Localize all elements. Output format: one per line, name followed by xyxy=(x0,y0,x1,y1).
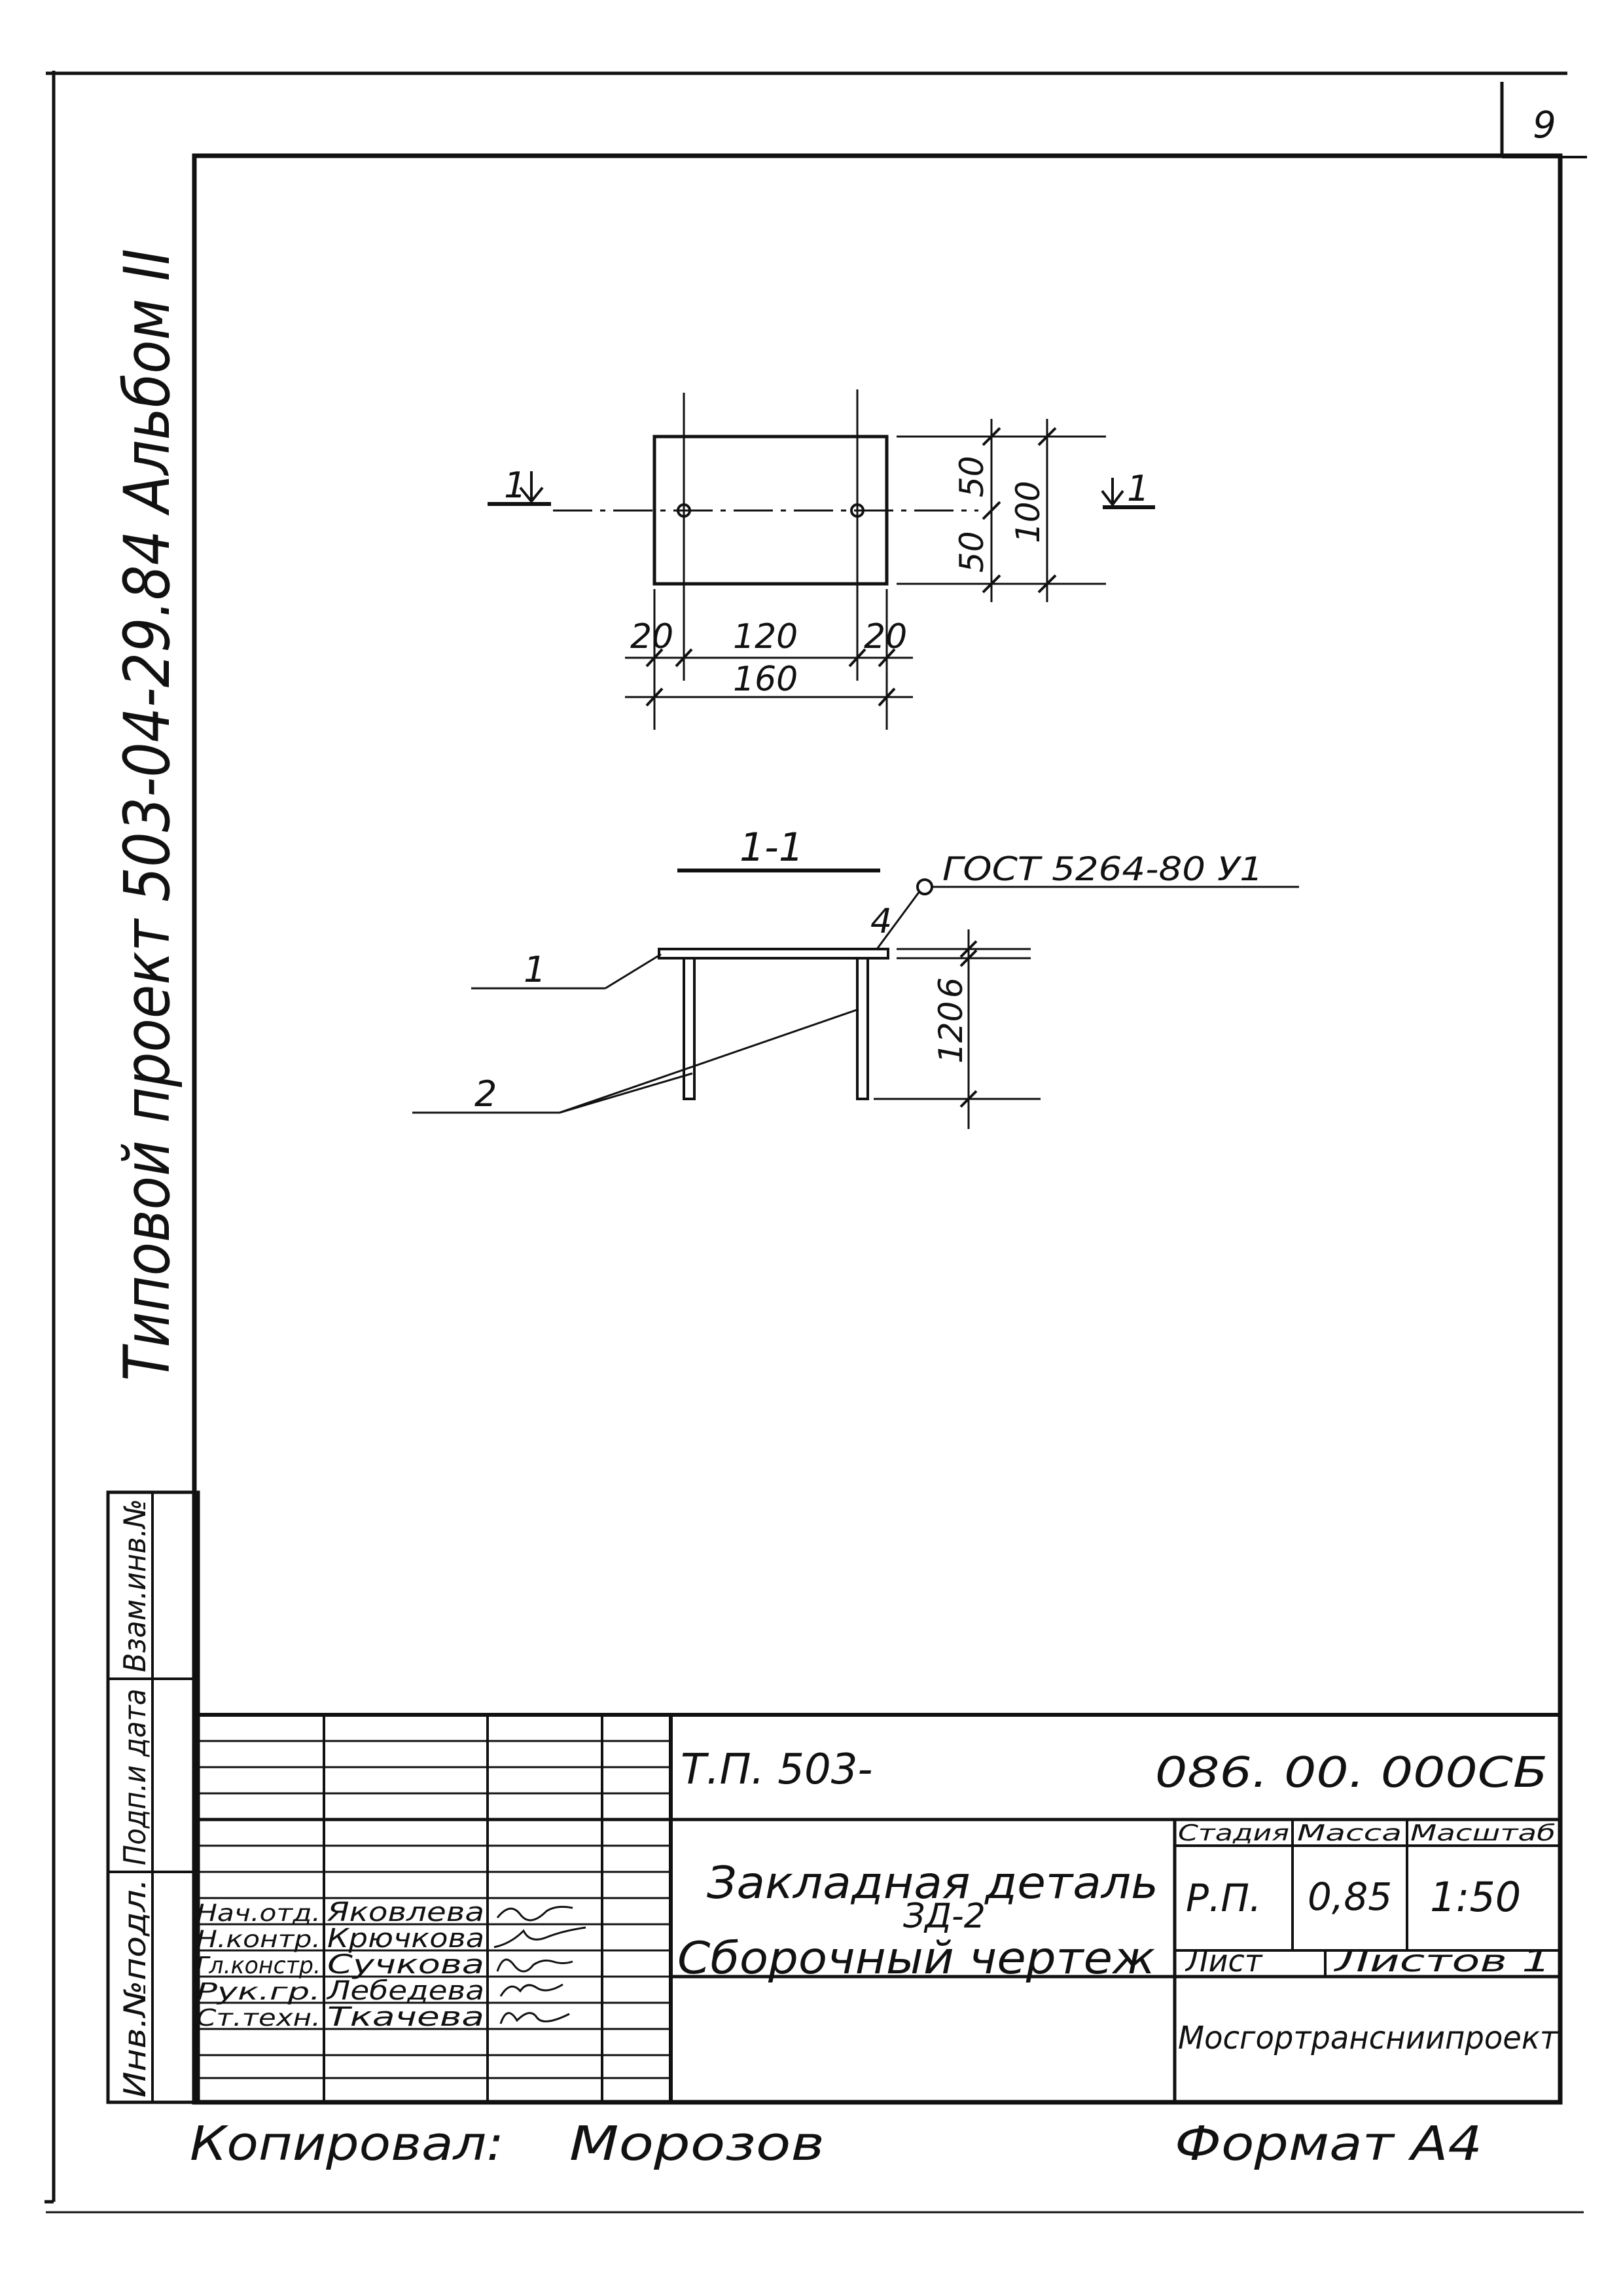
section-mark-right: 1 xyxy=(1101,468,1155,509)
svg-text:1: 1 xyxy=(504,465,526,506)
vertical-dimensions: 50 50 100 xyxy=(897,419,1106,602)
svg-text:Рук.гр.: Рук.гр. xyxy=(196,1979,321,2005)
stage-value: Р.П. xyxy=(1186,1876,1261,1920)
svg-text:Нач.отд.: Нач.отд. xyxy=(196,1900,321,1927)
signature xyxy=(496,1905,573,1922)
section-mark-left: 1 xyxy=(488,465,551,506)
svg-text:2: 2 xyxy=(474,1073,497,1115)
copied-by: Морозов xyxy=(569,2116,825,2171)
weld-callout: 4 ГОСТ 5264-80 У1 xyxy=(870,850,1299,950)
svg-text:Сучкова: Сучкова xyxy=(327,1950,484,1980)
page-number: 9 xyxy=(1533,104,1556,147)
title-block: Т.П. 503- 086. 00. 000СБ Закладная детал… xyxy=(194,1713,1560,2102)
weld-standard: ГОСТ 5264-80 У1 xyxy=(942,850,1263,888)
designation-left: Т.П. 503- xyxy=(681,1746,873,1794)
signature xyxy=(493,1926,586,1948)
section-plate xyxy=(658,948,889,960)
page-number-box: 9 xyxy=(1500,82,1587,158)
sheets-label: Листов 1 xyxy=(1333,1943,1551,1979)
signature xyxy=(496,1958,573,1973)
svg-text:Лебедева: Лебедева xyxy=(326,1976,484,2006)
format-label: Формат А4 xyxy=(1175,2116,1482,2171)
signature xyxy=(499,1983,563,1997)
stage-label: Стадия xyxy=(1178,1820,1289,1846)
drawing-name-line1: Закладная деталь xyxy=(707,1857,1158,1909)
section-view: 1-1 4 ГОСТ 5264-80 У1 6 120 xyxy=(412,825,1299,1129)
mass-label: Масса xyxy=(1297,1820,1402,1846)
copied-label: Копировал: xyxy=(190,2116,504,2171)
callout-1: 1 xyxy=(471,949,662,990)
signer-row: Гл.констр. Сучкова xyxy=(196,1950,573,1980)
svg-text:1: 1 xyxy=(524,949,546,990)
scale-value: 1:50 xyxy=(1430,1873,1521,1921)
dim-6: 6 xyxy=(932,977,970,998)
dim-section-120: 120 xyxy=(932,1001,970,1064)
stamp-sign-label: Подп.и дата xyxy=(117,1689,152,1865)
signature xyxy=(499,2012,570,2024)
side-stamp: Инв.№подл. Подп.и дата Взам.инв.№ xyxy=(106,1490,200,2104)
drawing-name-line2: ЗД-2 xyxy=(903,1897,986,1936)
dim-50-bottom: 50 xyxy=(953,531,991,573)
dim-50-top: 50 xyxy=(953,456,991,497)
stamp-replace-label: Взам.инв.№ xyxy=(117,1499,152,1672)
dim-20-right: 20 xyxy=(864,617,907,656)
designation-right: 086. 00. 000СБ xyxy=(1155,1749,1548,1797)
dim-160: 160 xyxy=(733,660,798,699)
svg-text:Гл.констр.: Гл.констр. xyxy=(196,1952,321,1979)
section-title: 1-1 xyxy=(740,825,804,870)
anchor-bar-left xyxy=(683,957,696,1100)
side-title: Типовой проект 503-04-29.84 Альбом II xyxy=(111,249,184,1381)
callout-2: 2 xyxy=(412,1008,859,1115)
drawing-name-line3: Сборочный чертеж xyxy=(677,1933,1155,1984)
svg-text:Яковлева: Яковлева xyxy=(327,1897,484,1928)
signers-table: Нач.отд. Яковлева Н.контр. Крючкова Гл.к… xyxy=(196,1897,586,2032)
weld-number: 4 xyxy=(870,902,892,941)
sheet-border xyxy=(45,71,1584,2214)
organization: Мосгортрансниипроект xyxy=(1178,2020,1559,2056)
signer-row: Н.контр. Крючкова xyxy=(196,1924,586,1954)
hole-right xyxy=(850,503,865,518)
signer-row: Нач.отд. Яковлева xyxy=(196,1897,573,1928)
svg-text:Крючкова: Крючкова xyxy=(327,1924,484,1954)
footer: Копировал: Морозов Формат А4 xyxy=(190,2116,1482,2171)
svg-text:1: 1 xyxy=(1127,468,1149,509)
stamp-inv-label: Инв.№подл. xyxy=(117,1878,152,2098)
horizontal-dimensions: 20 120 20 160 xyxy=(625,589,913,730)
dim-120: 120 xyxy=(733,617,798,656)
svg-text:Ткачева: Ткачева xyxy=(327,2002,484,2032)
svg-text:Ст.техн.: Ст.техн. xyxy=(196,2005,321,2032)
anchor-bar-right xyxy=(856,957,869,1100)
svg-text:Н.контр.: Н.контр. xyxy=(196,1926,321,1953)
mass-value: 0,85 xyxy=(1308,1874,1392,1919)
plan-view: 1 1 50 50 100 xyxy=(488,389,1155,730)
dim-20-left: 20 xyxy=(630,617,673,656)
signer-row: Ст.техн. Ткачева xyxy=(196,2002,570,2032)
scale-label: Масштаб xyxy=(1410,1820,1556,1846)
section-dimensions: 6 120 xyxy=(874,929,1041,1129)
hole-left xyxy=(677,503,691,518)
sheet-label: Лист xyxy=(1185,1943,1263,1979)
signer-row: Рук.гр. Лебедева xyxy=(196,1976,563,2006)
drawing-frame xyxy=(192,153,1563,2105)
dim-100: 100 xyxy=(1009,481,1047,543)
